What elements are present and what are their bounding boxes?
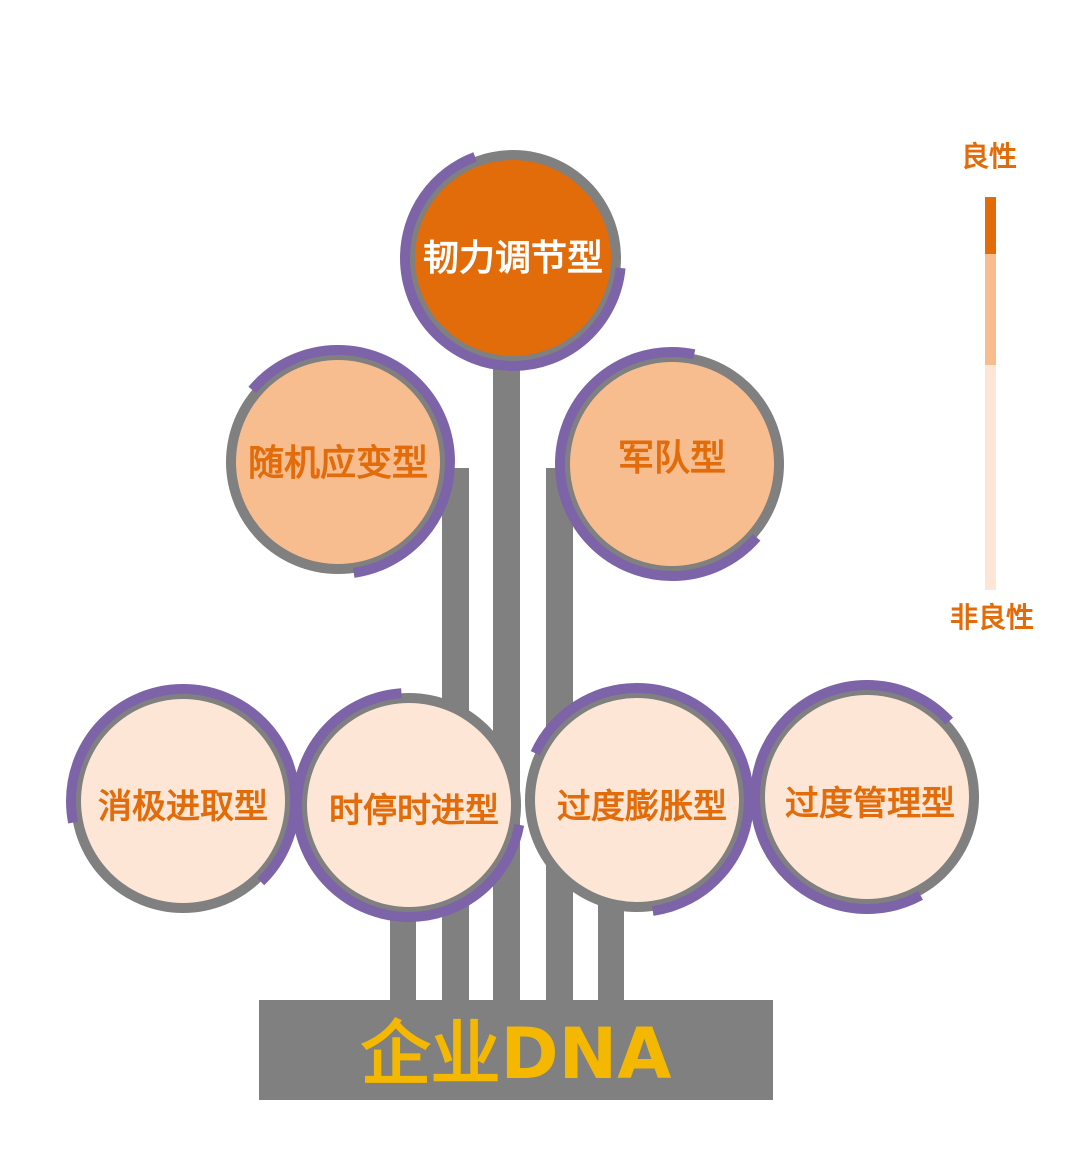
stem-right-low bbox=[598, 900, 624, 1000]
legend-bar-good bbox=[985, 197, 996, 254]
node-overexpand-label: 过度膨胀型 bbox=[557, 787, 727, 827]
node-overexpand-fill bbox=[535, 698, 739, 902]
node-military-label: 军队型 bbox=[618, 438, 726, 479]
node-random: 随机应变型 bbox=[221, 345, 455, 579]
node-stopstart-ring-purple bbox=[292, 688, 526, 922]
legend-bar-bad bbox=[985, 365, 996, 590]
node-resilient-label: 韧力调节型 bbox=[423, 238, 603, 279]
node-stopstart-label: 时停时进型 bbox=[329, 791, 499, 831]
dna-base-label: 企业DNA bbox=[361, 1013, 672, 1095]
node-overmanage: 过度管理型 bbox=[750, 680, 984, 914]
dna-base-bar bbox=[259, 1000, 773, 1100]
legend-bottom-label: 非良性 bbox=[950, 601, 1034, 634]
stem-center bbox=[493, 368, 520, 1000]
dna-base: 企业DNA bbox=[259, 1000, 773, 1100]
node-random-ring-purple bbox=[221, 345, 455, 579]
node-overmanage-ring-purple bbox=[750, 680, 984, 914]
node-resilient-fill bbox=[415, 160, 611, 356]
node-passive-fill bbox=[81, 699, 285, 903]
node-military-fill bbox=[570, 362, 774, 566]
node-stopstart: 时停时进型 bbox=[292, 688, 526, 922]
legend-top-label: 良性 bbox=[961, 140, 1017, 173]
legend-bar-mid bbox=[985, 254, 996, 365]
node-resilient: 韧力调节型 bbox=[400, 145, 626, 371]
node-overmanage-label: 过度管理型 bbox=[785, 784, 955, 824]
node-random-fill bbox=[236, 360, 440, 564]
node-overmanage-fill bbox=[765, 695, 969, 899]
node-military: 军队型 bbox=[555, 347, 789, 581]
node-resilient-ring-purple bbox=[400, 145, 626, 371]
node-military-ring-purple bbox=[555, 347, 789, 581]
node-stopstart-fill bbox=[307, 703, 511, 907]
node-overexpand: 过度膨胀型 bbox=[520, 683, 754, 917]
node-passive-label: 消极进取型 bbox=[98, 787, 268, 827]
node-random-label: 随机应变型 bbox=[248, 442, 428, 484]
node-overexpand-ring-purple bbox=[520, 683, 754, 917]
legend: 良性 非良性 bbox=[950, 140, 1034, 634]
node-passive: 消极进取型 bbox=[66, 684, 300, 918]
